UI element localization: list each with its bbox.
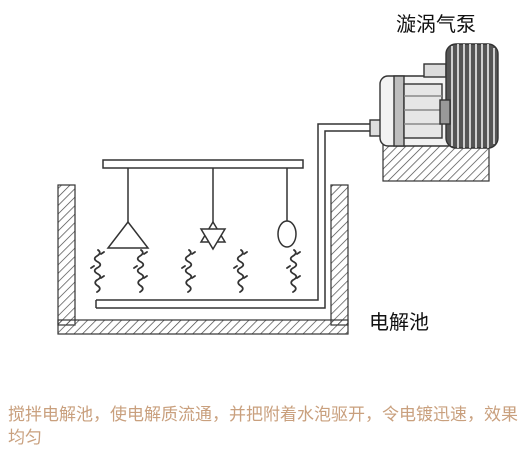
bubble-stream-icon bbox=[90, 249, 301, 293]
triangle-anode-icon bbox=[106, 168, 150, 249]
rack-bar bbox=[102, 159, 304, 169]
tank-left-wall bbox=[57, 184, 76, 326]
caption-text: 搅拌电解池，使电解质流通，并把附着水泡驱开，令电镀迅速，效果均匀 bbox=[8, 405, 518, 448]
pipe-outer bbox=[96, 123, 372, 301]
oval-anode-icon bbox=[277, 168, 297, 248]
tank-bottom bbox=[57, 319, 349, 335]
pipe-inner bbox=[96, 130, 372, 309]
pump-label: 漩涡气泵 bbox=[396, 12, 476, 36]
tank-label: 电解池 bbox=[369, 310, 429, 334]
electroplating-diagram bbox=[57, 43, 499, 335]
pump-base bbox=[382, 144, 490, 182]
electrolytic-tank bbox=[57, 184, 349, 335]
tank-right-wall bbox=[330, 184, 349, 326]
vortex-air-pump-icon bbox=[369, 43, 499, 149]
air-pipe bbox=[95, 123, 372, 309]
star-anode-icon bbox=[199, 168, 227, 251]
